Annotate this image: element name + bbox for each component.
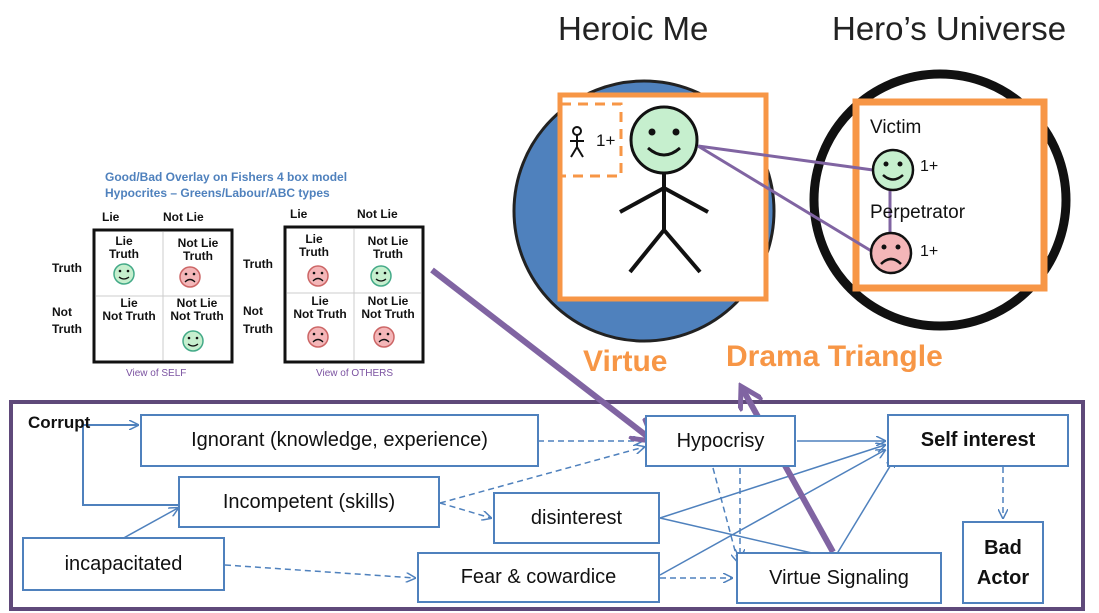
- fear-box: Fear & cowardice: [417, 552, 660, 603]
- others-red-face-1: [307, 265, 329, 287]
- hero-count: 1+: [596, 131, 616, 150]
- view-of-others: View of OTHERS: [316, 368, 394, 379]
- perpetrator-frown-icon: [869, 231, 913, 275]
- self-col-lie: Lie: [102, 210, 120, 224]
- hypocrisy-box: Hypocrisy: [645, 415, 796, 467]
- heros-universe-title: Hero’s Universe: [832, 10, 1067, 47]
- bad-actor-box: Bad Actor: [962, 521, 1044, 604]
- others-row-truth-2: Truth: [243, 322, 273, 336]
- victim-smiley-icon: [871, 148, 915, 192]
- self-row-truth-2: Truth: [52, 322, 82, 336]
- others-col-lie: Lie: [290, 207, 308, 221]
- hero-smiley-icon: [629, 105, 699, 175]
- ignorant-box: Ignorant (knowledge, experience): [140, 414, 539, 467]
- self-col-not-lie: Not Lie: [163, 210, 204, 224]
- others-row-not: Not: [243, 304, 263, 318]
- drama-triangle-caption: Drama Triangle: [726, 340, 943, 373]
- disinterest-box: disinterest: [493, 492, 660, 544]
- others-row-truth: Truth: [243, 257, 273, 271]
- virtue-caption: Virtue: [583, 345, 668, 378]
- others-red-face-3: [373, 326, 395, 348]
- heroic-me-title: Heroic Me: [558, 10, 709, 47]
- hero-stick-figure: [619, 105, 709, 274]
- victim-label: Victim: [870, 117, 922, 138]
- perpetrator-label: Perpetrator: [870, 202, 966, 223]
- small-person-icon: [570, 126, 584, 158]
- others-green-face: [370, 265, 392, 287]
- self-green-face-2: [182, 330, 204, 352]
- self-row-not: Not: [52, 305, 72, 319]
- self-interest-box: Self interest: [887, 414, 1069, 467]
- incapacitated-box: incapacitated: [22, 537, 225, 591]
- perpetrator-count: 1+: [920, 243, 939, 260]
- signaling-to-drama-arrow: [742, 388, 836, 554]
- self-row-truth: Truth: [52, 261, 82, 275]
- victim-count: 1+: [920, 158, 939, 175]
- incompetent-box: Incompetent (skills): [178, 476, 440, 528]
- self-red-face: [179, 266, 201, 288]
- mini-figure-frame: [559, 102, 623, 178]
- self-green-face-1: [113, 263, 135, 285]
- overlay-to-hypocrisy-arrow: [430, 267, 652, 440]
- flow-frame: [9, 400, 1085, 611]
- overlay-note-2: Hypocrites – Greens/Labour/ABC types: [105, 186, 330, 200]
- view-of-self: View of SELF: [126, 368, 187, 379]
- others-red-face-2: [307, 326, 329, 348]
- corrupt-label: Corrupt: [28, 413, 91, 432]
- virtue-signaling-box: Virtue Signaling: [736, 552, 942, 604]
- others-col-not-lie: Not Lie: [357, 207, 398, 221]
- overlay-note-1: Good/Bad Overlay on Fishers 4 box model: [105, 170, 348, 184]
